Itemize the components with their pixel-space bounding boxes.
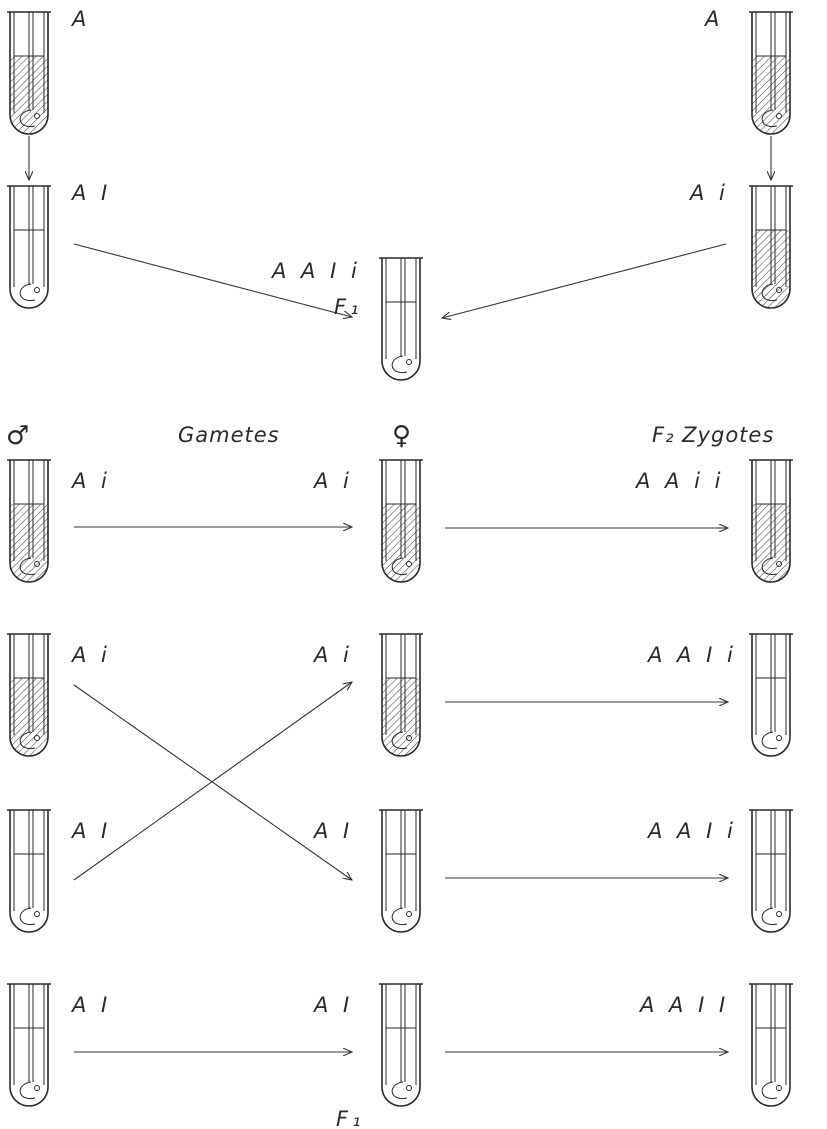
tube-f1-tip: [391, 355, 408, 374]
parent-right-top-label: A: [703, 7, 723, 31]
tube-cross-4-male: [7, 983, 51, 1107]
tube-parent-left-top-glass: [9, 12, 49, 135]
arrows-layer: [29, 136, 771, 1052]
tube-cross-2-zygote-glass: [751, 634, 791, 757]
tube-parent-right-second-tip: [761, 283, 778, 302]
tube-cross-4-female-glass: [381, 984, 421, 1107]
tube-cross-1-male: [7, 459, 51, 583]
tube-cross-2-male-bubble: [34, 735, 40, 741]
tube-cross-4-female-bubble: [406, 1085, 412, 1091]
tube-cross-1-male-tip: [19, 557, 36, 576]
cross-2-zygote-label: A A I i: [646, 643, 737, 667]
tube-cross-1-female-glass: [381, 460, 421, 583]
tube-cross-1-male-bubble: [34, 561, 40, 567]
tube-parent-left-top: [7, 11, 51, 135]
cross-1-male-label: A i: [70, 469, 111, 493]
arrow-right-to-f1: [442, 243, 727, 318]
tube-cross-4-zygote-glass: [751, 984, 791, 1107]
tube-cross-2-zygote-tip: [761, 731, 778, 750]
tube-cross-3-female-glass: [381, 810, 421, 933]
tube-cross-2-female-glass: [381, 634, 421, 757]
tube-cross-1-zygote-tip: [761, 557, 778, 576]
tube-parent-right-top-tip: [761, 109, 778, 128]
tube-cross-3-female-bubble: [406, 911, 412, 917]
tube-cross-2-female: [379, 633, 423, 757]
cross-4-zygote-label: A A I I: [638, 993, 729, 1017]
tube-cross-4-male-bubble: [34, 1085, 40, 1091]
tube-cross-2-male: [7, 633, 51, 757]
male-symbol: ♂: [6, 421, 29, 451]
f1-generation-label: F₁: [334, 295, 363, 319]
tube-parent-left-top-tip: [19, 109, 36, 128]
cross-3-male-label: A I: [70, 819, 111, 843]
tube-parent-left-second-glass: [9, 186, 49, 309]
cross-2-male-label: A i: [70, 643, 111, 667]
gametes-label: Gametes: [178, 423, 280, 447]
tube-cross-4-zygote-bubble: [776, 1085, 782, 1091]
cross-1-zygote-label: A A i i: [634, 469, 724, 493]
tube-cross-3-male-glass: [9, 810, 49, 933]
tube-f1-glass: [381, 258, 421, 381]
tube-cross-2-female-tip: [391, 731, 408, 750]
arrow-cross-2-gamete: [73, 684, 352, 880]
zygotes-label: F₂ Zygotes: [652, 423, 774, 447]
tube-cross-1-zygote-glass: [751, 460, 791, 583]
tube-cross-1-zygote-bubble: [776, 561, 782, 567]
tube-parent-right-top: [749, 11, 793, 135]
tube-cross-1-zygote: [749, 459, 793, 583]
tube-cross-4-male-tip: [19, 1081, 36, 1100]
tube-cross-1-male-glass: [9, 460, 49, 583]
cross-1-female-label: A i: [312, 469, 353, 493]
cross-4-male-label: A I: [70, 993, 111, 1017]
tube-cross-3-zygote-bubble: [776, 911, 782, 917]
tube-cross-3-zygote: [749, 809, 793, 933]
tube-cross-3-female: [379, 809, 423, 933]
tube-parent-left-second-bubble: [34, 287, 40, 293]
tube-cross-3-zygote-glass: [751, 810, 791, 933]
tube-cross-4-female: [379, 983, 423, 1107]
tube-cross-3-female-tip: [391, 907, 408, 926]
cross-3-zygote-label: A A I i: [646, 819, 737, 843]
tube-cross-2-zygote-bubble: [776, 735, 782, 741]
tube-parent-right-top-glass: [751, 12, 791, 135]
tube-f1: [379, 257, 423, 381]
tube-cross-3-zygote-tip: [761, 907, 778, 926]
tube-f1-bubble: [406, 359, 412, 365]
tube-parent-left-second: [7, 185, 51, 309]
cross-3-female-label: A I: [312, 819, 353, 843]
bottom-generation-label: F₁: [336, 1107, 365, 1129]
arrow-cross-3-gamete: [73, 682, 352, 881]
tube-parent-right-second: [749, 185, 793, 309]
tube-cross-4-male-glass: [9, 984, 49, 1107]
tube-cross-3-male: [7, 809, 51, 933]
tube-cross-3-male-tip: [19, 907, 36, 926]
arrow-left-to-f1: [73, 243, 352, 317]
parent-left-top-label: A: [70, 7, 90, 31]
parent-left-second-label: A I: [70, 181, 111, 205]
tube-cross-4-female-tip: [391, 1081, 408, 1100]
f1-genotype-label: A A I i: [270, 259, 361, 283]
tube-parent-right-second-glass: [751, 186, 791, 309]
tubes-layer: [7, 11, 793, 1107]
tube-cross-1-female-tip: [391, 557, 408, 576]
tube-parent-right-second-bubble: [776, 287, 782, 293]
cross-2-female-label: A i: [312, 643, 353, 667]
cross-4-female-label: A I: [312, 993, 353, 1017]
tube-parent-left-second-tip: [19, 283, 36, 302]
tube-cross-4-zygote-tip: [761, 1081, 778, 1100]
tube-cross-4-zygote: [749, 983, 793, 1107]
tube-cross-1-female-bubble: [406, 561, 412, 567]
tube-cross-2-zygote: [749, 633, 793, 757]
tube-cross-1-female: [379, 459, 423, 583]
parent-right-second-label: A i: [688, 181, 729, 205]
tube-cross-2-female-bubble: [406, 735, 412, 741]
female-symbol: ♀: [392, 421, 411, 451]
tube-parent-left-top-bubble: [34, 113, 40, 119]
tube-cross-2-male-glass: [9, 634, 49, 757]
tube-cross-3-male-bubble: [34, 911, 40, 917]
tube-cross-2-male-tip: [19, 731, 36, 750]
tube-parent-right-top-bubble: [776, 113, 782, 119]
